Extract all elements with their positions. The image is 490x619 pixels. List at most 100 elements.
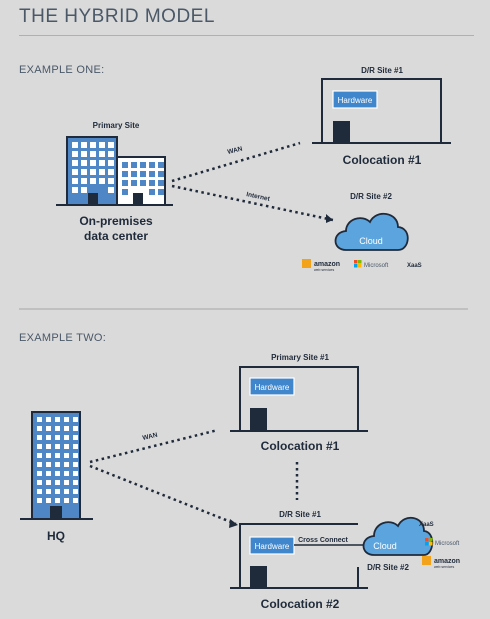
dr-site-2-label: D/R Site #2 <box>350 192 392 201</box>
building-window <box>99 178 105 184</box>
building-window <box>46 462 51 467</box>
example-two-label: EXAMPLE TWO: <box>19 332 107 344</box>
building-window <box>46 471 51 476</box>
building-window <box>99 151 105 157</box>
building-window <box>46 489 51 494</box>
page-title: THE HYBRID MODEL <box>19 6 215 27</box>
building-window <box>131 162 137 168</box>
cross-connect-label: Cross Connect <box>298 537 348 544</box>
building-window <box>73 480 78 485</box>
building-window <box>37 426 42 431</box>
dr-site-1-label: D/R Site #1 <box>361 66 403 75</box>
building-window <box>81 160 87 166</box>
building-window <box>46 417 51 422</box>
building-window <box>90 142 96 148</box>
internet-arrow <box>326 214 333 223</box>
building-window <box>140 180 146 186</box>
colocation-2-label: Colocation #2 <box>261 597 340 611</box>
building-window <box>46 444 51 449</box>
hardware-box <box>332 90 378 109</box>
primary-site-1-label: Primary Site #1 <box>271 353 329 362</box>
building-window <box>46 498 51 503</box>
colocation-building-icon <box>312 78 451 144</box>
building-window <box>64 435 69 440</box>
building-window <box>37 498 42 503</box>
colocation-1-label: Colocation #1 <box>343 153 422 167</box>
hardware-label-top: Hardware <box>255 383 290 392</box>
hq-to-colocation-2-link <box>89 464 237 526</box>
hq-label: HQ <box>47 529 65 543</box>
building-window <box>73 489 78 494</box>
building-window <box>64 462 69 467</box>
building-window <box>55 489 60 494</box>
building-window <box>73 498 78 503</box>
building-window <box>140 162 146 168</box>
building-window <box>140 171 146 177</box>
cloud-label-two: Cloud <box>373 541 397 551</box>
building-window <box>55 417 60 422</box>
onprem-label-line2: data center <box>84 229 148 243</box>
dr-site-1-label-two: D/R Site #1 <box>279 510 321 519</box>
building-window <box>64 417 69 422</box>
building-window <box>37 435 42 440</box>
internet-label: Internet <box>246 191 272 203</box>
building-window <box>108 142 114 148</box>
building-window <box>73 453 78 458</box>
building-window <box>37 480 42 485</box>
building-window <box>149 189 155 195</box>
building-window <box>81 142 87 148</box>
svg-text:amazon: amazon <box>434 558 460 565</box>
cloud-label: Cloud <box>359 236 383 246</box>
building-window <box>37 462 42 467</box>
building-window <box>46 435 51 440</box>
building-window <box>90 178 96 184</box>
building-window <box>108 160 114 166</box>
building-window <box>108 151 114 157</box>
building-window <box>55 498 60 503</box>
building-window <box>37 444 42 449</box>
wan-label-two: WAN <box>142 432 159 442</box>
building-window <box>72 187 78 193</box>
building-window <box>158 171 164 177</box>
microsoft-logo-icon: Microsoft <box>354 260 389 269</box>
wan-label-one: WAN <box>227 145 244 156</box>
building-window <box>55 471 60 476</box>
building-window <box>81 178 87 184</box>
building-window <box>46 453 51 458</box>
building-window <box>37 417 42 422</box>
building-window <box>90 151 96 157</box>
hq-link-arrow <box>229 519 238 528</box>
hardware-box-top <box>249 377 295 396</box>
building-window <box>90 169 96 175</box>
building-window <box>122 162 128 168</box>
building-window <box>122 180 128 186</box>
onprem-label-line1: On-premises <box>79 214 153 228</box>
building-window <box>55 444 60 449</box>
building-window <box>158 180 164 186</box>
building-window <box>81 151 87 157</box>
building-window <box>37 489 42 494</box>
building-window <box>64 489 69 494</box>
aws-logo-icon-two: amazon web services <box>422 556 460 569</box>
building-window <box>55 426 60 431</box>
onprem-building-tall-icon <box>66 136 118 206</box>
svg-text:web services: web services <box>314 268 334 272</box>
svg-text:web services: web services <box>434 565 454 569</box>
aws-logo-icon: amazon web services <box>302 259 340 272</box>
example-one-label: EXAMPLE ONE: <box>19 64 105 76</box>
building-window <box>90 160 96 166</box>
building-window <box>37 471 42 476</box>
svg-text:Microsoft: Microsoft <box>364 263 389 269</box>
building-window <box>64 444 69 449</box>
building-window <box>72 178 78 184</box>
colocation-1-building-icon <box>230 366 368 432</box>
cloud-icon <box>334 213 409 251</box>
onprem-building-short-icon <box>116 156 166 206</box>
building-window <box>131 180 137 186</box>
building-window <box>149 162 155 168</box>
building-window <box>99 142 105 148</box>
microsoft-logo-icon-two: Microsoft <box>425 538 460 547</box>
building-window <box>64 471 69 476</box>
building-window <box>72 151 78 157</box>
building-window <box>64 426 69 431</box>
